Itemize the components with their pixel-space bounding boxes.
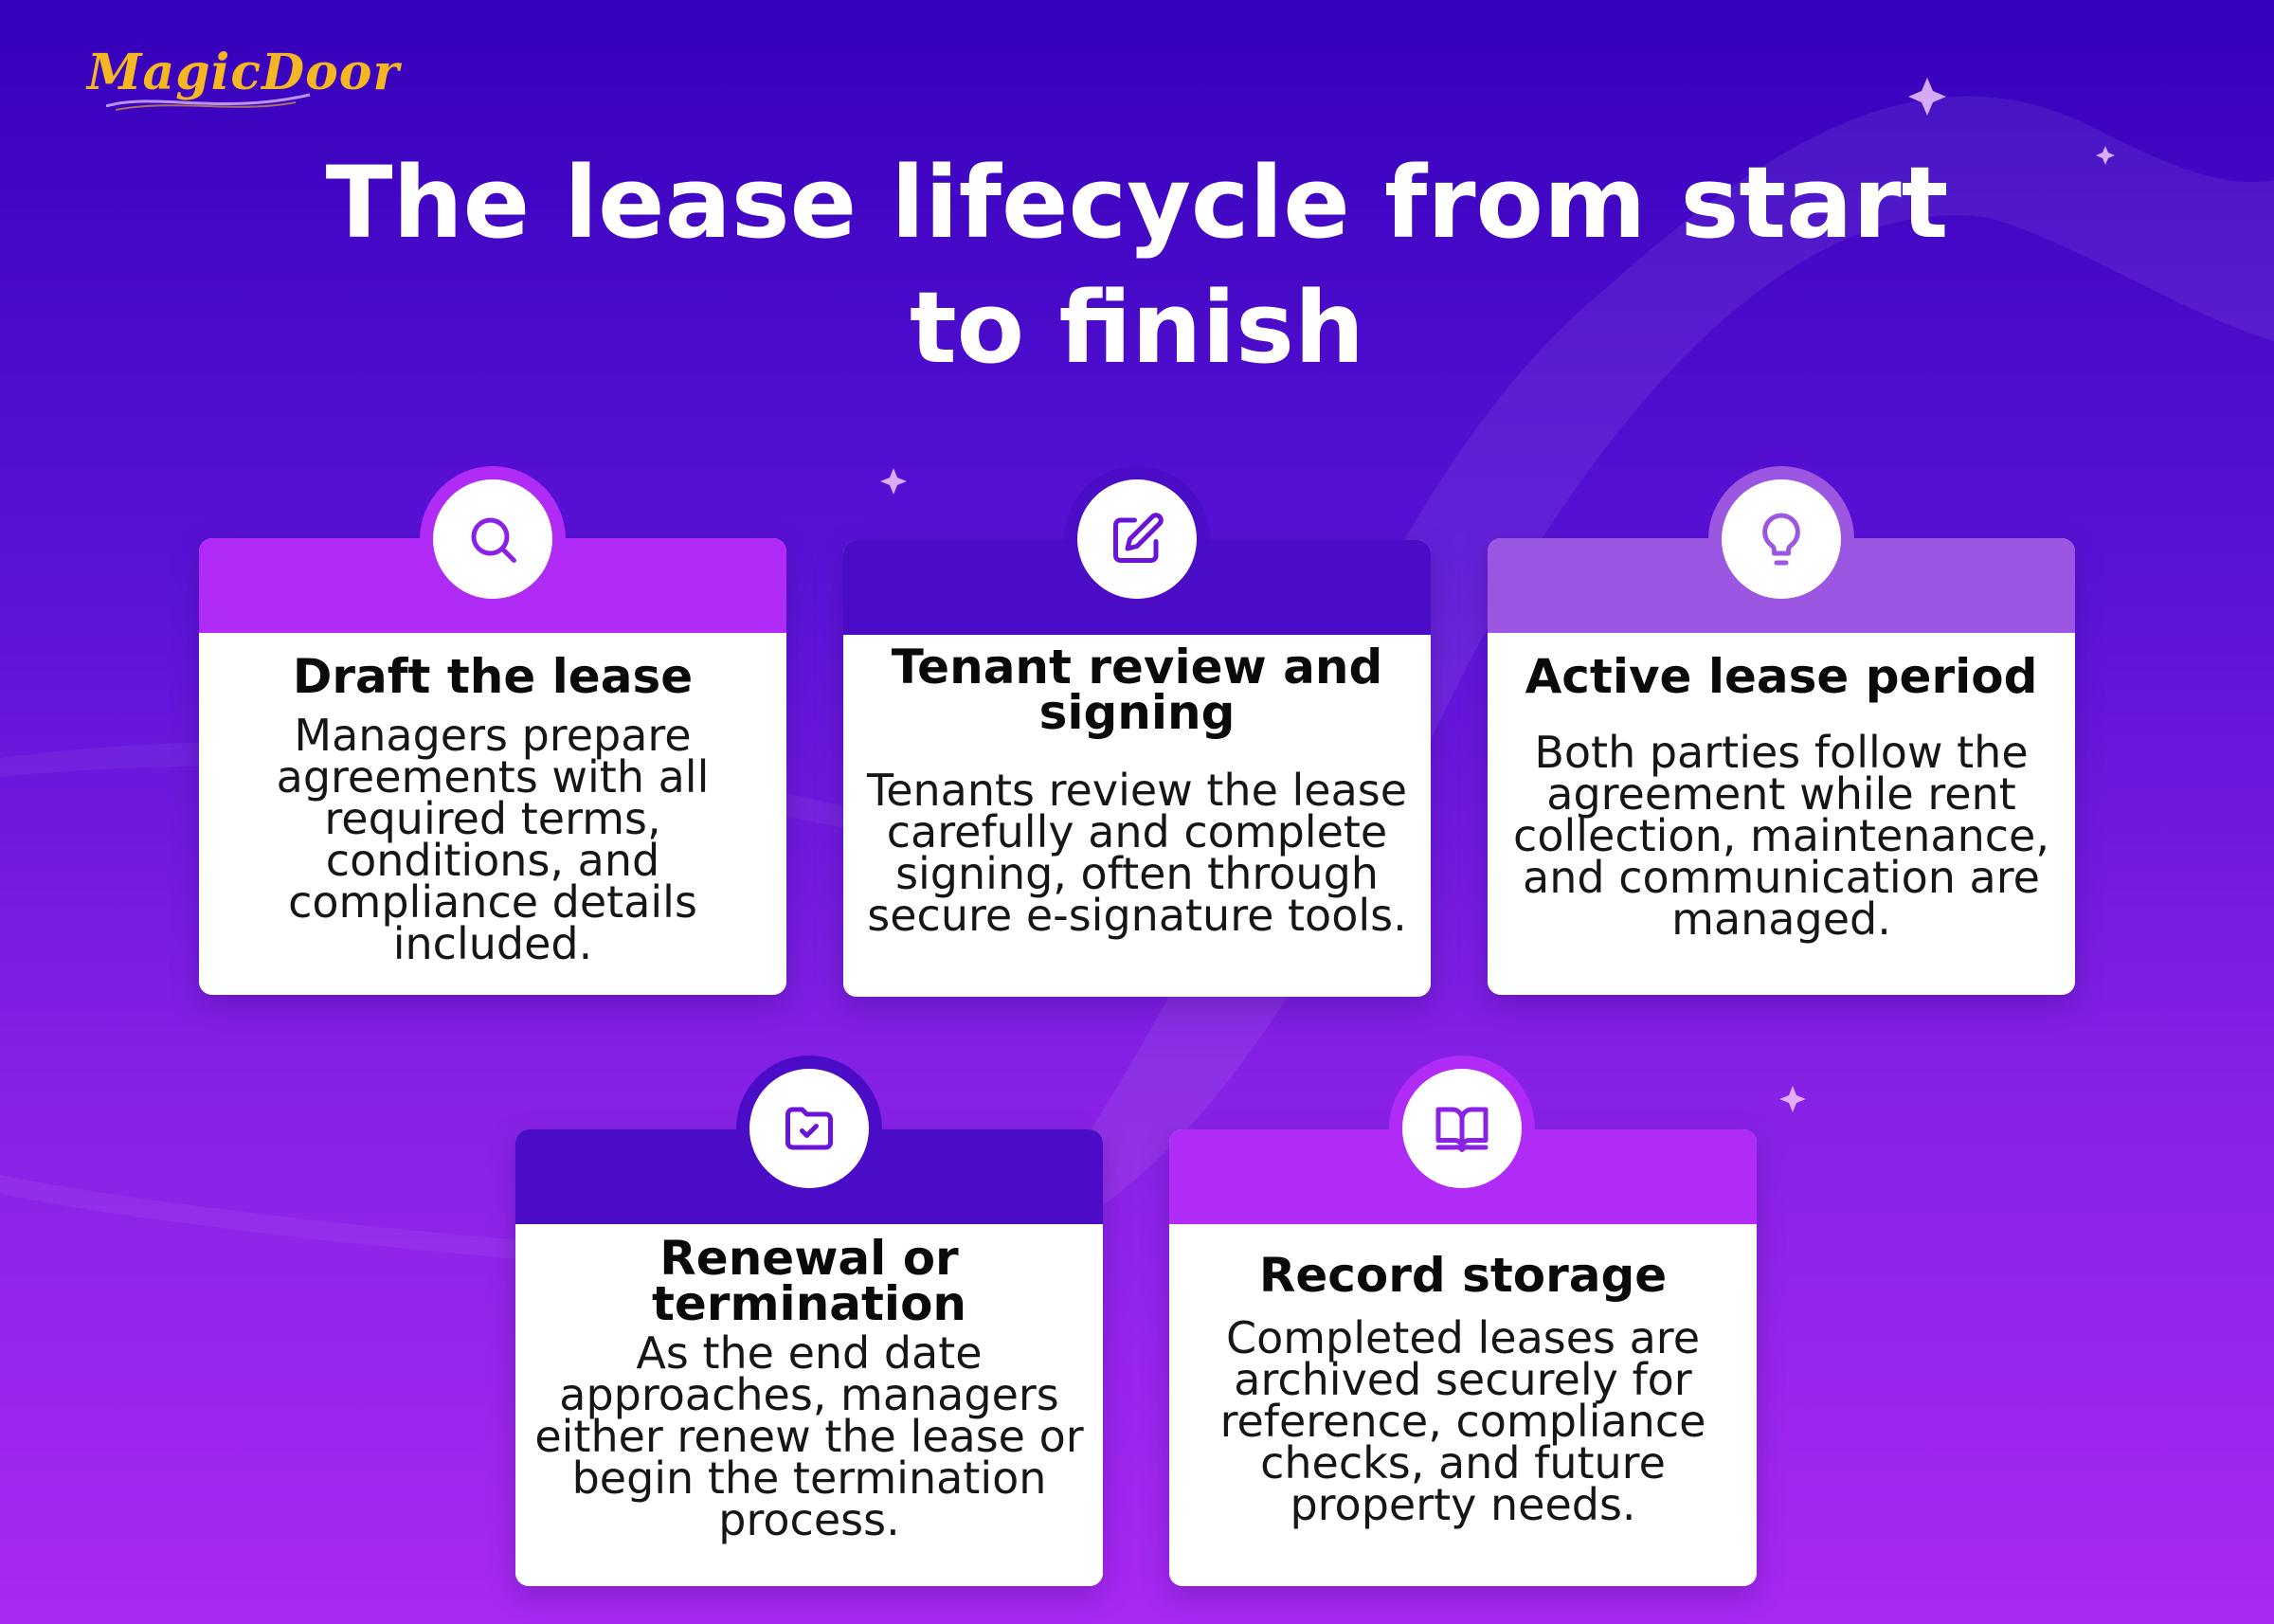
logo-wordmark: MagicDoor [87, 44, 400, 101]
card-body: Record storage Completed leases are arch… [1169, 1224, 1757, 1586]
card-title: Record storage [1258, 1248, 1668, 1303]
folder-check-icon [785, 1107, 833, 1150]
page-title: The lease lifecycle from start to finish [325, 145, 1949, 386]
card-record-storage: Record storage Completed leases are arch… [1169, 1129, 1757, 1586]
card-title: Tenant review and signing [891, 640, 1383, 740]
card-title: Renewal or termination [651, 1231, 967, 1331]
card-description: Completed leases are archived securely f… [1219, 1312, 1706, 1530]
badge-draft-lease [420, 466, 566, 612]
badge-record-storage [1389, 1056, 1535, 1201]
search-icon [471, 517, 516, 563]
card-description: Tenants review the lease carefully and c… [866, 765, 1408, 941]
magicdoor-logo: MagicDoor [87, 40, 399, 116]
card-body: Draft the lease Managers prepare agreeme… [199, 633, 786, 995]
card-body: Renewal or termination As the end date a… [515, 1224, 1103, 1586]
card-description: Managers prepare agreements with all req… [276, 710, 710, 969]
card-active-lease: Active lease period Both parties follow … [1488, 538, 2075, 995]
card-body: Active lease period Both parties follow … [1488, 633, 2075, 995]
badge-renewal-termination [736, 1056, 882, 1201]
card-renewal-termination: Renewal or termination As the end date a… [515, 1129, 1103, 1586]
card-description: Both parties follow the agreement while … [1513, 727, 2049, 945]
edit-icon [1113, 513, 1164, 563]
lightbulb-icon [1762, 513, 1800, 566]
card-body: Tenant review and signing Tenants review… [843, 635, 1431, 997]
card-title: Active lease period [1525, 649, 2038, 704]
badge-active-lease [1708, 466, 1854, 612]
card-description: As the end date approaches, managers eit… [534, 1327, 1084, 1545]
card-tenant-review: Tenant review and signing Tenants review… [843, 540, 1431, 997]
card-title: Draft the lease [292, 649, 694, 704]
book-icon [1435, 1107, 1489, 1152]
logo-swirl-icon [106, 93, 311, 111]
badge-tenant-review [1064, 466, 1210, 612]
